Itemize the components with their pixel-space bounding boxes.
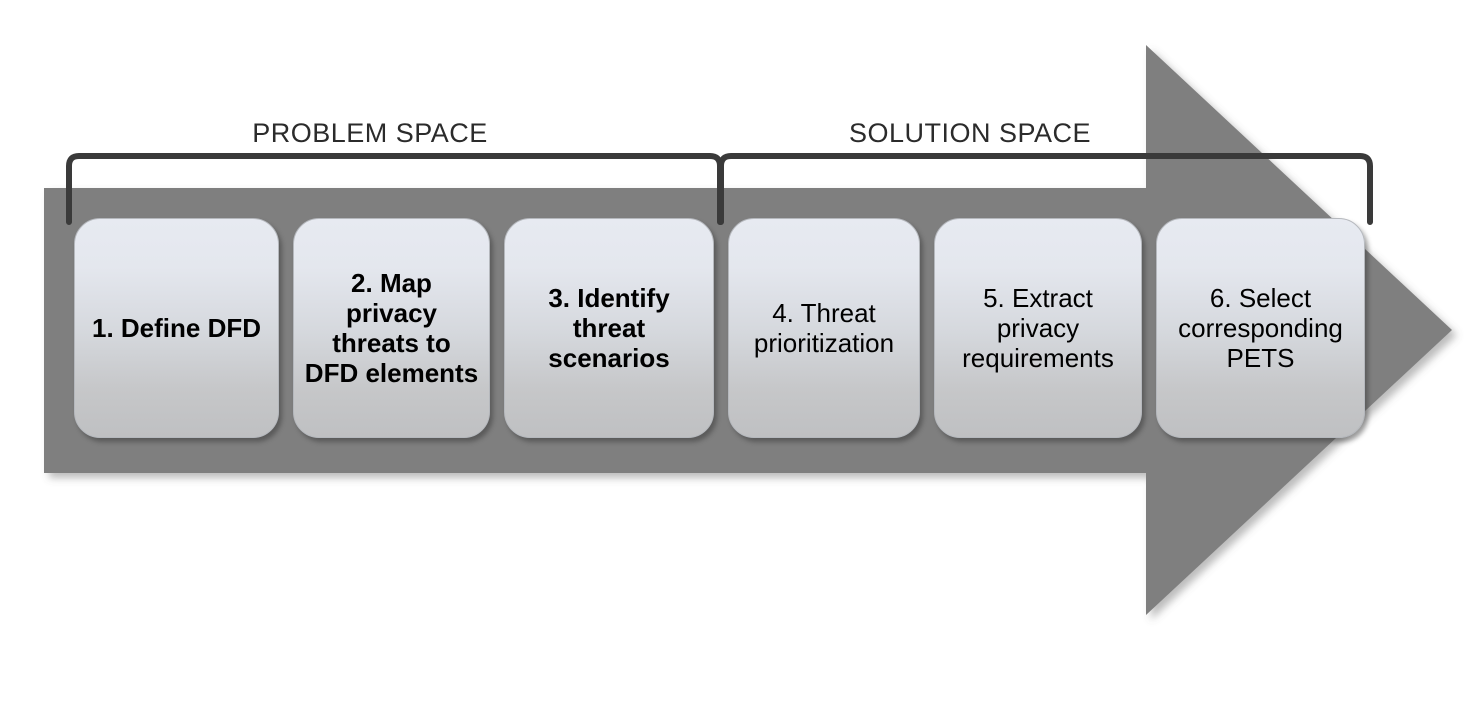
step-label-2: 2. Map privacy threats to DFD elements <box>304 267 479 389</box>
step-box-1[interactable]: 1. Define DFD <box>74 218 279 438</box>
step-label-5: 5. Extract privacy requirements <box>962 282 1114 374</box>
phase-label-problem-space: PROBLEM SPACE <box>252 118 488 148</box>
step-label-6: 6. Select corresponding PETS <box>1178 282 1343 374</box>
step-label-4: 4. Threat prioritization <box>753 297 895 358</box>
phase-label-solution-space: SOLUTION SPACE <box>848 118 1092 148</box>
step-box-5[interactable]: 5. Extract privacy requirements <box>934 218 1142 438</box>
step-box-6[interactable]: 6. Select corresponding PETS <box>1156 218 1365 438</box>
step-label-3: 3. Identify threat scenarios <box>548 282 670 374</box>
step-box-2[interactable]: 2. Map privacy threats to DFD elements <box>293 218 490 438</box>
step-box-3[interactable]: 3. Identify threat scenarios <box>504 218 714 438</box>
solution-space-bracket <box>718 153 1373 225</box>
step-label-1: 1. Define DFD <box>91 312 262 343</box>
step-box-4[interactable]: 4. Threat prioritization <box>728 218 920 438</box>
